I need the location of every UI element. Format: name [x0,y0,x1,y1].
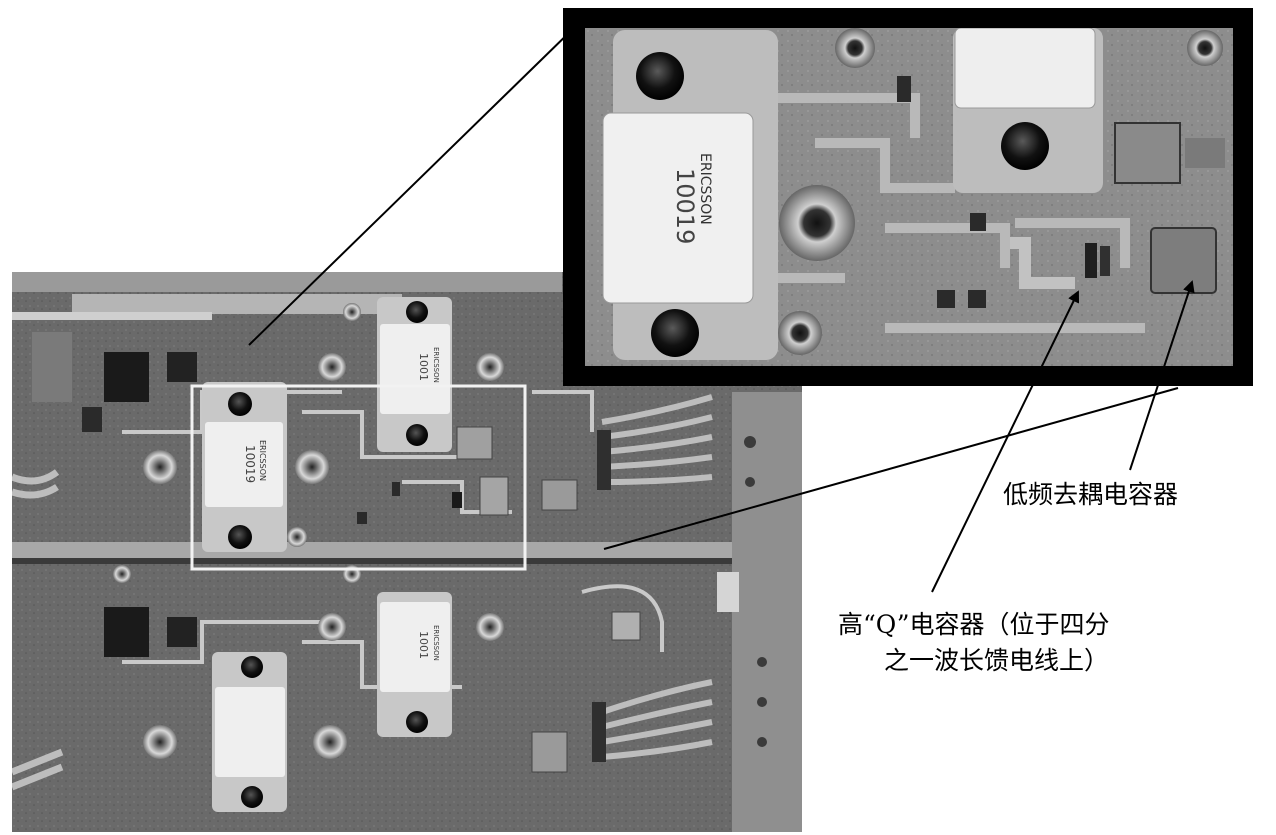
label-high-q-capacitor-line1: 高“Q”电容器（位于四分 [838,610,1110,639]
zoom-inset-frame: ERICSSON 10019 [563,8,1253,386]
transistor-upper-right: ERICSSON 1001 [377,297,452,452]
svg-text:ERICSSON: ERICSSON [258,440,267,481]
label-high-q-capacitor-line2: 之一波长馈电线上） [884,646,1110,675]
transistor-lower-right: ERICSSON 1001 [377,592,452,737]
svg-text:ERICSSON: ERICSSON [697,153,713,225]
svg-text:10019: 10019 [243,445,257,483]
svg-text:1001: 1001 [417,353,430,381]
inset-transistor-left: ERICSSON 10019 [602,30,778,360]
svg-text:ERICSSON: ERICSSON [432,625,440,661]
svg-text:10019: 10019 [671,168,699,244]
label-low-freq-decoupling-capacitor: 低频去耦电容器 [1003,480,1179,509]
inset-transistor-right [953,28,1103,193]
transistor-upper-left: ERICSSON 10019 [202,382,287,552]
svg-text:1001: 1001 [417,631,430,659]
svg-text:ERICSSON: ERICSSON [432,347,440,383]
zoom-inset-photo: ERICSSON 10019 [585,28,1233,366]
transistor-lower-left [212,652,287,812]
